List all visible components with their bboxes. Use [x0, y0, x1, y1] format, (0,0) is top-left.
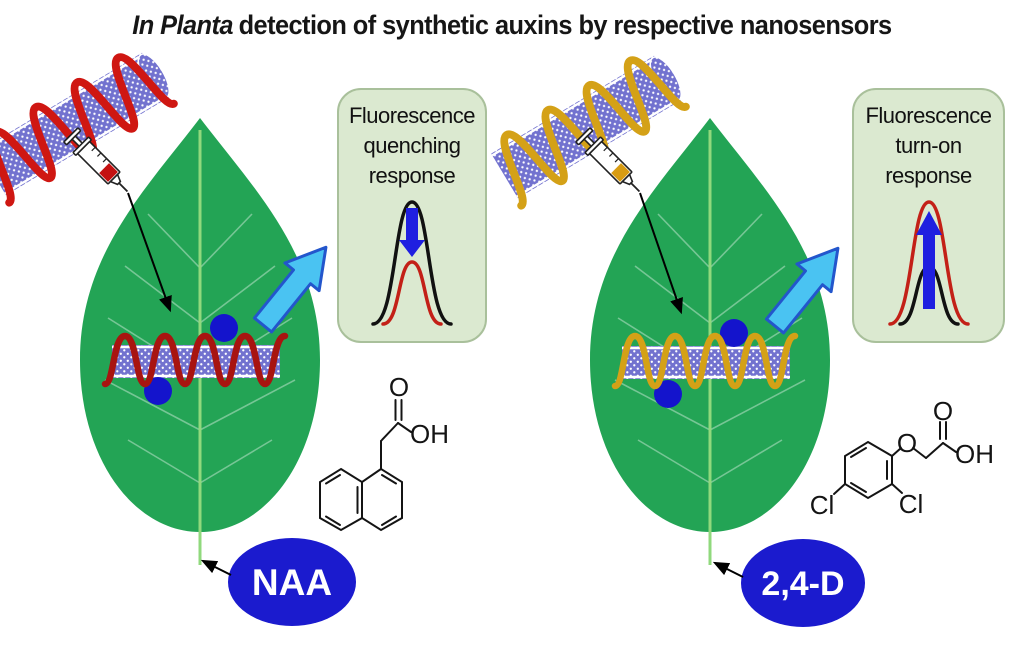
d24-structure: O O OH Cl Cl [810, 396, 994, 520]
naa-analyte-dot [144, 377, 172, 405]
d24-analyte-dot [720, 319, 748, 347]
quenching-box-line3: response [368, 163, 456, 188]
turn-on-box-line3: response [885, 163, 972, 188]
naa-pill [228, 538, 356, 626]
d24-cl-ortho-label: Cl [899, 489, 924, 519]
left-panel: O OH NAA [0, 47, 449, 626]
right-leaf-polymer-helix [611, 332, 799, 390]
naa-analyte-dot [210, 314, 238, 342]
d24-pill-label: 2,4-D [761, 565, 844, 603]
naa-hydroxyl-label: OH [410, 419, 449, 449]
quenching-spectra-icon [371, 200, 453, 326]
d24-pointer-arrow [712, 561, 744, 578]
turn-on-response-box: Fluorescence turn-on response [852, 88, 1005, 343]
d24-pill [741, 539, 865, 627]
turn-on-box-line1: Fluorescence [865, 103, 992, 128]
naa-pointer-arrow [200, 559, 232, 576]
naa-structure: O OH [319, 372, 449, 532]
quenching-box-line1: Fluorescence [348, 103, 476, 128]
turn-on-box-line2: turn-on [895, 133, 962, 158]
title-italic-part: In Planta [131, 10, 233, 40]
d24-analyte-dot [654, 380, 682, 408]
intensity-increase-arrow [915, 211, 942, 309]
naa-carbonyl-o-label: O [389, 372, 409, 402]
naa-pill-label: NAA [252, 562, 332, 603]
right-panel: O O OH Cl Cl 2,4-D [489, 50, 994, 627]
intensity-decrease-arrow [399, 208, 425, 257]
d24-cl-para-label: Cl [810, 490, 835, 520]
right-injection-arrow [639, 192, 683, 315]
right-nanotube-icon [489, 50, 689, 200]
d24-carbonyl-o-label: O [933, 396, 953, 426]
left-leaf-polymer-helix [101, 332, 289, 388]
d24-ether-o-label: O [897, 428, 917, 458]
turn-on-spectra-icon [887, 200, 970, 326]
quenching-box-line2: quenching [363, 133, 461, 158]
left-injection-arrow [127, 192, 172, 313]
d24-hydroxyl-label: OH [955, 439, 994, 469]
title-main-part: detection of synthetic auxins by respect… [238, 10, 892, 40]
quenching-response-box: Fluorescence quenching response [337, 88, 487, 343]
